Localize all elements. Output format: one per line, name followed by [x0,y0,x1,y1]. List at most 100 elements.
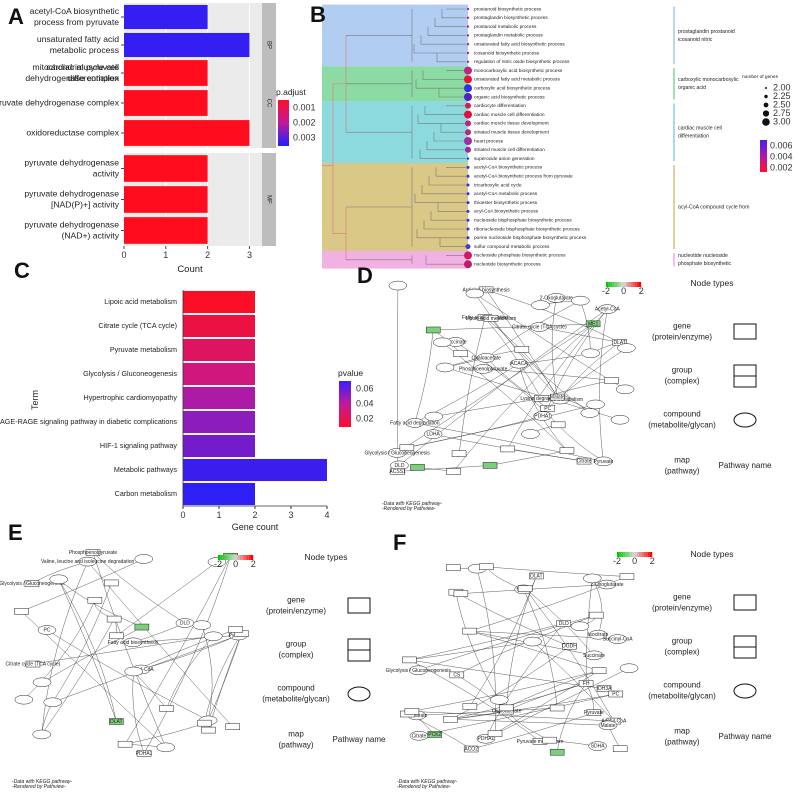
cluster-label: phosphate biosynthetic [678,261,731,267]
node-type-label: (pathway) [278,741,313,750]
term-label: thioester biosynthetic process [474,200,538,206]
term-dot [466,218,470,222]
compound-node [531,300,550,310]
dendrogram-branch [436,53,446,63]
gene-node [540,405,555,412]
node-label: Malate [600,723,615,729]
pathway-edge [559,342,620,400]
pathview-footer: -Rendered by Pathview- [12,784,66,790]
x-tick-label: 1 [163,250,168,260]
term-dot [466,209,470,213]
term-dot [465,102,471,109]
gene-node [482,462,498,469]
gene-node [549,704,565,712]
dendrogram-branch [427,26,446,36]
gene-node [136,750,152,757]
compound-node [588,741,607,751]
node-label: Glycolysis / Gluconeogenesis [364,450,430,456]
node-label: IDH3A [597,686,612,692]
dendrogram-branch [440,123,446,133]
gene-node [619,573,635,580]
node-label: CS [453,672,461,678]
dendrogram-branch [428,176,446,186]
node-label: Citrate [577,459,592,465]
pathway-edge [458,317,486,454]
color-scale-cell [639,552,642,557]
term-label: purine nucleoside bisphosphate biosynthe… [474,235,587,241]
node-type-label: (complex) [664,377,699,386]
cluster-label: cardiac muscle cell [678,126,722,132]
term-label: striated muscle tissue development [474,129,550,135]
color-scale-cell [617,282,620,287]
node-label: PDHA1 [136,751,153,757]
color-legend-bar [760,140,767,172]
node-type-rect [733,594,757,611]
pathway-edge [558,424,604,462]
pathway-edge [485,668,630,739]
node-label: Succinate [445,339,467,345]
node-label: Citrate [412,733,427,739]
pathway-edge [41,626,142,683]
gene-node [556,620,571,627]
pathway-edge [46,629,209,721]
gene-node [446,564,461,571]
compound-node [423,429,443,439]
compound-node [570,621,590,632]
term-dot [466,236,470,240]
color-scale-cell [222,555,225,560]
term-label: ribonucleoside bisphosphate biosynthetic… [474,226,580,232]
legend-tick: 0.003 [293,132,316,142]
gene-node [85,549,101,556]
category-label: process from pyruvate [34,17,119,27]
size-legend-label: 2.00 [773,82,791,92]
cluster-label: icosanoid nitric [678,37,713,43]
pathway-edge [490,318,590,414]
dendrogram-branch [434,17,446,27]
node-type-label: (metabolite/glycan) [262,695,330,704]
gene-node [612,745,628,753]
dendrogram-branch [430,211,446,221]
gene-node [596,685,612,692]
bar [124,32,250,58]
pathway-edge [406,404,596,448]
node-type-label: (complex) [664,648,699,657]
color-scale-cell [251,555,254,560]
pathway-edge [486,300,581,359]
gene-node [517,585,533,592]
pathway-edge [411,670,600,712]
category-label: mitochondrial pyruvate [33,62,120,72]
color-scale-cell [619,282,622,287]
gene-node [529,572,544,580]
color-scale-cell [643,552,646,557]
panel-letter-c: C [14,258,30,283]
term-label: heart process [474,138,504,144]
term-dot [466,43,470,46]
size-legend-dot [763,102,769,108]
color-scale-tick: 0 [621,286,626,296]
term-label: nucleoside phosphate biosynthetic proces… [474,253,566,259]
x-axis-label: Gene count [232,522,279,532]
pathway-edge [92,552,186,624]
pathway-edge [132,671,145,754]
term-label: cardiac muscle tissue development [474,121,549,127]
pathway-edge [450,719,609,726]
gene-node [542,736,557,744]
node-label: LDHA [426,432,440,438]
color-scale-cell [244,555,247,560]
dendrogram-branch [413,44,446,54]
term-dot [464,93,472,101]
compound-node [473,364,493,374]
bar [183,362,255,386]
term-dot [466,34,470,37]
gene-node [479,563,494,570]
gene-node [604,377,619,384]
color-scale-cell [610,282,613,287]
color-scale-cell [650,552,653,557]
term-dot [466,51,470,55]
node-label: Arginine biosynthesis [462,287,510,293]
pathway-edge [486,566,627,577]
term-label: prostanoid biosynthetic process [474,6,542,12]
gene-node [25,660,41,668]
